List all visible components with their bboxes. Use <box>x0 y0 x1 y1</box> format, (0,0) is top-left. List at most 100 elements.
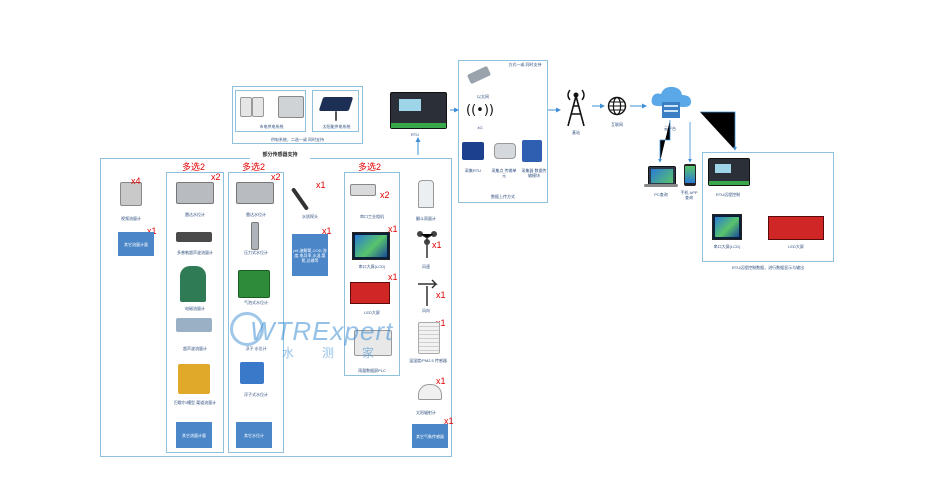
rtu-label: RTU <box>410 132 420 137</box>
multiplier-g1: x2 <box>211 172 221 182</box>
transmission-unit-icon <box>494 143 516 159</box>
weather-item-1: 风速 <box>422 264 430 269</box>
bubble-level-icon <box>238 270 270 298</box>
led-screen <box>350 282 390 304</box>
watermark-cn-1: 水 <box>282 346 295 360</box>
remote-lcd-label: 串口大屏(LCD) <box>713 244 741 249</box>
dtu-icon <box>462 142 484 160</box>
pressure-level-icon <box>251 222 259 250</box>
watermark-globe-icon <box>230 312 264 346</box>
multiplier-left: x4 <box>131 176 141 186</box>
data-module-icon <box>522 140 542 162</box>
g1-item-2: 电磁流量计 <box>185 306 205 311</box>
group3-tag: 多选2 <box>358 162 382 172</box>
solar-power-panel: 太阳能供电系统 <box>312 90 359 132</box>
electromagnetic-flowmeter-icon <box>180 266 206 302</box>
uplink-device-3: 采集器 数据传输模块 <box>521 168 547 178</box>
power-caption: 供电系统，二选一或 同时支持 <box>270 137 325 142</box>
internet-label: 互联网 <box>611 122 623 127</box>
g3-item-0: 串口工业相机 <box>360 214 384 219</box>
mains-power-label: 市电供电系统 <box>259 124 284 129</box>
tower-label: 基站 <box>572 130 580 135</box>
float-level-icon <box>240 362 264 384</box>
laptop-icon <box>648 166 676 186</box>
multiplier-w3: x1 <box>436 376 446 386</box>
sensors-title: 部分传感器支持 <box>250 152 310 159</box>
multiplier-g3a: x2 <box>380 190 390 200</box>
weather-item-2: 风向 <box>422 308 430 313</box>
weather-item-3: 温湿度/PM2.5 传感器 <box>409 358 447 363</box>
multiplier-wq: x1 <box>316 180 326 190</box>
phone-label: 手机 APP查询 <box>680 190 698 200</box>
watermark-cn-2: 测 <box>322 346 335 360</box>
weather-item-0: 翻斗雨量计 <box>416 216 436 221</box>
parshall-flume-icon <box>178 364 210 394</box>
watermark-text: WTRExpert <box>250 316 394 346</box>
radar-level-2-icon <box>236 182 274 204</box>
g2-item-4: 浮子式水位计 <box>244 392 268 397</box>
solar-pole-icon <box>335 111 337 121</box>
g2-item-0: 雷达水位计 <box>246 212 266 217</box>
pc-label: PC查询 <box>654 192 668 197</box>
globe-icon <box>607 96 627 116</box>
remote-led-label: LED大屏 <box>788 244 804 249</box>
multiplier-w4: x1 <box>444 416 454 426</box>
multiplier-g3c: x1 <box>388 272 398 282</box>
water-quality-note[interactable]: pH,溶解氧,COD,浊度,电导率,水温,氨氮,总磷等 <box>292 234 328 276</box>
water-quality-label: 水质探头 <box>302 214 318 219</box>
solar-radiation-icon <box>418 384 442 400</box>
g2-item-2: 气泡式水位计 <box>244 300 268 305</box>
plc-display-icon <box>354 330 392 356</box>
thermo-hygrometer-icon <box>418 322 440 354</box>
g1-item-4: 巴歇尔/槽型 渠道流量计 <box>173 400 217 405</box>
lcd-screen <box>352 232 390 260</box>
uplink-device-1: 采集RTU <box>464 168 482 173</box>
multiplier-w0: x1 <box>432 240 442 250</box>
anemometer-icon <box>416 228 438 258</box>
weather-more-button[interactable]: 其它气象传感器 <box>412 424 448 448</box>
multiplier-left-btn: x1 <box>147 226 157 236</box>
power-supply-icon <box>278 96 304 118</box>
g1-more-button[interactable]: 其它流量计量 <box>176 422 212 448</box>
multiplier-g2: x2 <box>271 172 281 182</box>
industrial-camera-icon <box>350 184 376 196</box>
ultrasonic-flowmeter-icon <box>176 318 212 332</box>
solar-power-label: 太阳能供电系统 <box>322 124 351 129</box>
g2-item-1: 压力式水位计 <box>244 250 268 255</box>
doppler-flowmeter-icon <box>176 232 212 242</box>
radar-level-icon <box>176 182 214 204</box>
wind-vane-icon <box>416 278 438 306</box>
sensor-group-2 <box>228 172 284 453</box>
remote-rtu-icon <box>708 158 750 186</box>
multiplier-w1: x1 <box>436 290 446 300</box>
multiplier-g3b: x1 <box>388 224 398 234</box>
remote-rtu-label: RTU远程控制 <box>715 192 741 197</box>
remote-lcd-screen <box>712 214 742 240</box>
multiplier-wq-2: x1 <box>322 226 332 236</box>
uplink-box <box>458 60 548 203</box>
mains-power-panel: 市电供电系统 <box>235 90 306 132</box>
g2-more-button[interactable]: 其它水位计 <box>236 422 272 448</box>
uplink-caption: 数据上传方式 <box>491 194 515 199</box>
video-flowmeter-icon <box>120 182 142 206</box>
g1-item-3: 超声波流量计 <box>183 346 207 351</box>
laptop-base-icon <box>644 184 678 187</box>
rain-gauge-icon <box>418 180 434 208</box>
left-more-button[interactable]: 其它流量计量 <box>118 232 154 256</box>
left-item-label: 视频流量计 <box>121 216 141 221</box>
g3-item-1: 串口大屏(LCD) <box>358 264 386 269</box>
g2-item-3: 浮子 水位计 <box>245 346 267 351</box>
ethernet-label: 以太网 <box>477 94 489 99</box>
cell-tower-icon <box>562 86 590 127</box>
cloud-server-icon <box>648 84 694 120</box>
group1-tag: 多选2 <box>182 162 206 172</box>
weather-item-4: 太阳辐射计 <box>416 410 436 415</box>
uplink-device-2: 采集点 传输单元 <box>491 168 517 178</box>
watermark-cn-3: 家 <box>362 346 375 360</box>
g1-item-0: 雷达水位计 <box>185 212 205 217</box>
breaker-icon <box>240 97 252 117</box>
remote-led-screen <box>768 216 824 240</box>
uplink-top-label: 方式一或 同时支持 <box>508 62 542 67</box>
wireless-icon: ((•)) <box>466 103 494 118</box>
wireless-label: 4G <box>477 125 483 130</box>
